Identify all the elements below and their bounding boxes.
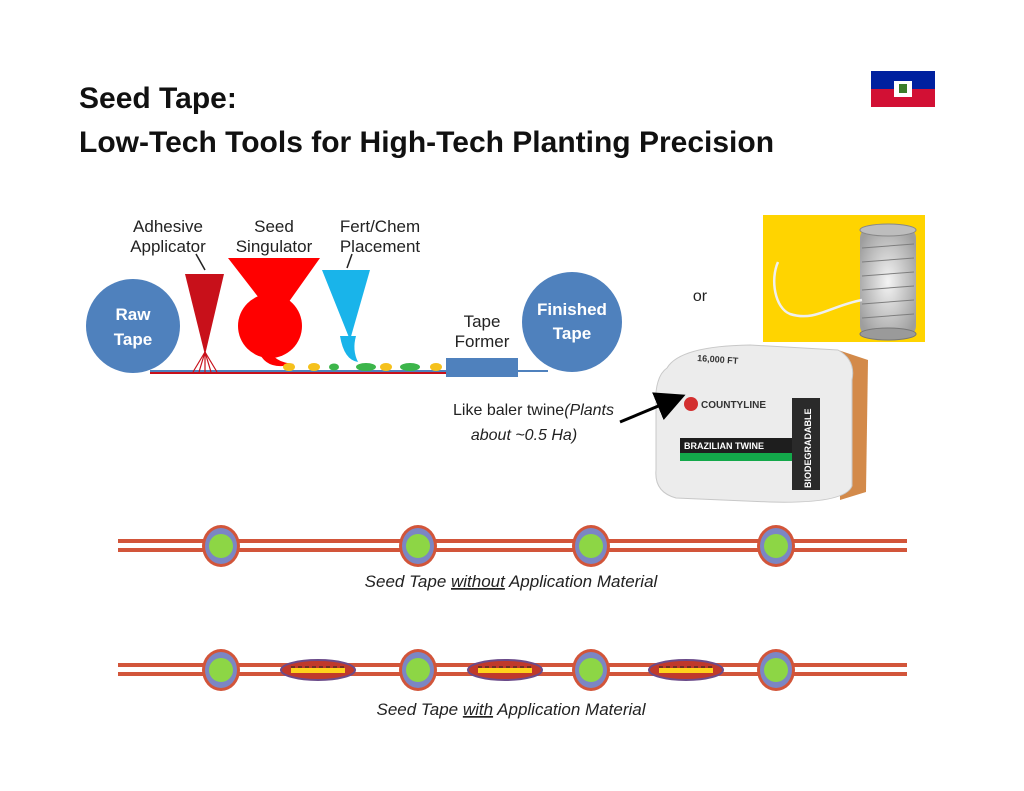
- seed-capsule: [757, 525, 795, 567]
- seed-strip-with: [118, 649, 907, 691]
- finished-tape-roll: [522, 272, 622, 372]
- seed-hopper: [228, 258, 320, 320]
- process-diagram: Raw Tape Adhesive Applicator Seed Singul…: [86, 217, 622, 377]
- fert-label-1: Fert/Chem: [340, 217, 420, 236]
- caption-with: Seed Tape with Application Material: [376, 700, 646, 719]
- seed-capsule: [572, 649, 610, 691]
- finished-label-1: Finished: [537, 300, 607, 319]
- seed-capsule: [202, 525, 240, 567]
- twine-wraps: [861, 243, 915, 319]
- seed-capsule: [399, 525, 437, 567]
- title-line-2: Low-Tech Tools for High-Tech Planting Pr…: [79, 126, 775, 159]
- or-label: or: [693, 288, 708, 305]
- twine-bag-photo: 16,000 FT COUNTYLINE BRAZILIAN TWINE BIO…: [655, 344, 868, 503]
- raw-tape-label-1: Raw: [116, 305, 152, 324]
- adhesive-label-1: Adhesive: [133, 217, 203, 236]
- haiti-flag-icon: [871, 71, 935, 107]
- tape-payload: [283, 363, 442, 371]
- application-material: [467, 659, 543, 681]
- countyline-logo-icon: [684, 397, 698, 411]
- raw-tape-roll: [86, 279, 180, 373]
- title-line-1: Seed Tape:: [79, 82, 237, 115]
- bag-brand: COUNTYLINE: [701, 400, 766, 411]
- seed-strip-without: [118, 525, 907, 567]
- seed-capsule: [202, 649, 240, 691]
- application-material: [280, 659, 356, 681]
- twine-spool-photo: [763, 215, 925, 342]
- loose-twine: [772, 261, 863, 318]
- caption-without: Seed Tape without Application Material: [365, 572, 659, 591]
- adhesive-label-2: Applicator: [130, 237, 206, 256]
- seed-label-1: Seed: [254, 217, 294, 236]
- raw-tape-label-2: Tape: [114, 330, 152, 349]
- twine-note-line-2: about ~0.5 Ha): [471, 427, 577, 444]
- finished-label-2: Tape: [553, 324, 591, 343]
- tape-former: [446, 358, 518, 377]
- application-material: [648, 659, 724, 681]
- seed-capsule: [757, 649, 795, 691]
- pointer-arrow: [619, 392, 686, 424]
- fert-label-2: Placement: [340, 237, 421, 256]
- fert-applicator: [322, 270, 370, 340]
- former-label-2: Former: [455, 332, 510, 351]
- adhesive-spray: [192, 351, 218, 373]
- bag-length: 16,000 FT: [697, 353, 739, 366]
- bag-side-text: BIODEGRADABLE: [803, 408, 813, 488]
- bag-product: BRAZILIAN TWINE: [684, 441, 764, 451]
- seed-label-2: Singulator: [236, 237, 313, 256]
- seed-capsule: [399, 649, 437, 691]
- former-label-1: Tape: [464, 312, 501, 331]
- twine-note-line-1: Like baler twine(Plants: [453, 402, 614, 419]
- adhesive-applicator: [185, 274, 224, 355]
- seed-capsule: [572, 525, 610, 567]
- seed-wheel: [238, 294, 302, 358]
